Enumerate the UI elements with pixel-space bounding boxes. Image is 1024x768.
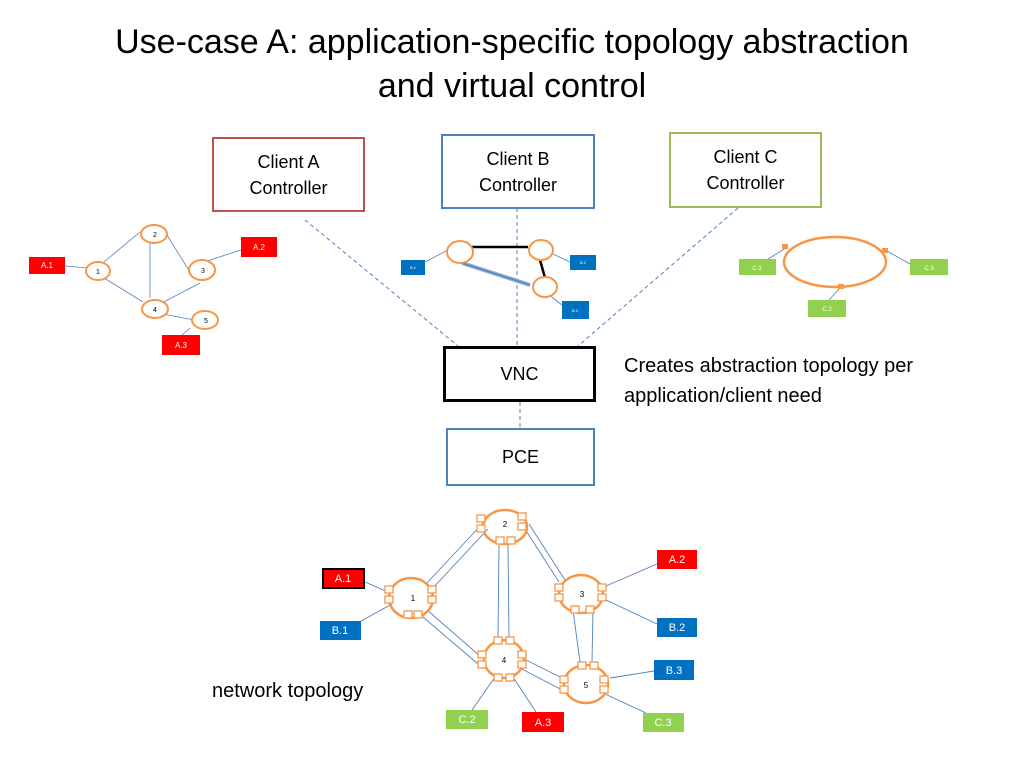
network-a2-box [657, 550, 697, 569]
network-links [351, 522, 658, 714]
network-a3-label: A.3 [535, 717, 552, 729]
client-c-view: C.1 C.3 C.2 [739, 235, 948, 317]
client-a-node-2 [140, 224, 168, 244]
vnc-note-line1: Creates abstraction topology per [624, 355, 914, 377]
network-b2-box [657, 618, 697, 637]
network-node-4-label: 4 [502, 656, 507, 665]
client-a-node-3 [188, 259, 216, 281]
client-c-view-c2-label: C.2 [822, 307, 832, 313]
client-b-view-b3-label: B.3 [572, 308, 579, 313]
client-b-node-bottom [532, 276, 558, 298]
link-client-c-to-vnc [577, 207, 739, 347]
client-a-view-a1-label: A.1 [41, 261, 54, 270]
network-c3-label: C.3 [654, 717, 671, 729]
client-c-controller-box: Client C Controller [669, 132, 822, 208]
client-a-node-3-label: 3 [201, 268, 205, 275]
network-node-4: 4 [477, 636, 527, 682]
client-a-view-a1-box [29, 257, 65, 274]
client-b-view-b2-box [570, 255, 596, 270]
client-c-view-c1-label: C.1 [752, 266, 762, 272]
slide-title: Use-case A: application-specific topolog… [0, 20, 1024, 108]
network-topology: 1 2 3 [320, 508, 697, 732]
client-c-view-c3-box [910, 259, 948, 275]
network-topology-caption: network topology [212, 680, 364, 702]
client-c-controller-line2: Controller [706, 173, 785, 193]
vnc-note: Creates abstraction topology per applica… [624, 351, 913, 411]
client-a-node-1-label: 1 [96, 269, 100, 276]
network-a3-box [522, 712, 564, 732]
vnc-box: VNC [443, 346, 596, 402]
client-a-view-a2-label: A.2 [253, 243, 266, 252]
client-b-node-right [528, 239, 554, 261]
network-node-2-label: 2 [503, 520, 508, 529]
client-c-view-c3-label: C.3 [924, 266, 934, 272]
network-b1-box [320, 621, 361, 640]
client-a-node-5-label: 5 [204, 318, 208, 325]
link-client-a-to-vnc [304, 219, 459, 347]
network-c2-label: C.2 [458, 714, 475, 726]
client-a-node-4-label: 4 [153, 307, 157, 314]
network-node-3: 3 [554, 573, 607, 615]
client-b-view-b1-label: B.1 [410, 265, 417, 270]
client-a-view: 1 2 3 4 5 A.1 A.2 A.3 [29, 224, 277, 355]
client-a-view-a2-box [241, 237, 277, 257]
client-c-controller-line1: Client C [713, 147, 778, 167]
client-a-controller-line2: Controller [249, 177, 328, 198]
client-a-node-5 [191, 310, 219, 330]
network-b3-label: B.3 [666, 665, 683, 677]
title-line-1: Use-case A: application-specific topolog… [115, 23, 909, 61]
network-node-3-label: 3 [580, 590, 585, 599]
client-a-view-a3-label: A.3 [175, 341, 188, 350]
network-a1-label: A.1 [335, 573, 352, 585]
client-c-view-c1-box [739, 259, 776, 275]
client-a-node-1 [85, 261, 111, 281]
network-node-5-label: 5 [584, 681, 589, 690]
title-line-2: and virtual control [377, 67, 647, 105]
client-b-view-b2-label: B.2 [580, 260, 587, 265]
client-b-node-left [446, 240, 474, 264]
network-node-5: 5 [559, 661, 610, 705]
vnc-note-line2: application/client need [624, 385, 822, 407]
network-c2-box [446, 710, 488, 729]
client-c-view-c2-box [808, 300, 846, 317]
client-a-controller-line1: Client A [257, 151, 320, 172]
client-a-controller-box: Client A Controller [212, 137, 365, 212]
client-a-node-4 [141, 299, 169, 319]
client-b-view-b1-box [401, 260, 425, 275]
client-c-ring [782, 235, 888, 289]
controller-links [304, 207, 739, 428]
client-b-controller-box: Client B Controller [441, 134, 595, 209]
network-a2-label: A.2 [669, 554, 686, 566]
network-b3-box [654, 660, 694, 680]
network-c3-box [643, 713, 684, 732]
client-b-controller-line2: Controller [478, 174, 558, 195]
network-b2-label: B.2 [669, 622, 686, 634]
network-a1-box [322, 568, 365, 589]
vnc-label: VNC [500, 364, 539, 384]
client-b-view-b3-box [562, 301, 589, 319]
network-node-1-label: 1 [411, 594, 416, 603]
network-b1-label: B.1 [332, 625, 349, 637]
client-b-view: B.1 B.2 B.3 [401, 239, 596, 319]
client-b-controller-line1: Client B [486, 148, 550, 169]
network-node-1: 1 [384, 576, 437, 620]
client-a-node-2-label: 2 [153, 232, 157, 239]
network-node-2: 2 [476, 508, 529, 546]
pce-box: PCE [446, 428, 595, 486]
pce-label: PCE [501, 447, 539, 467]
client-a-view-a3-box [162, 335, 200, 355]
